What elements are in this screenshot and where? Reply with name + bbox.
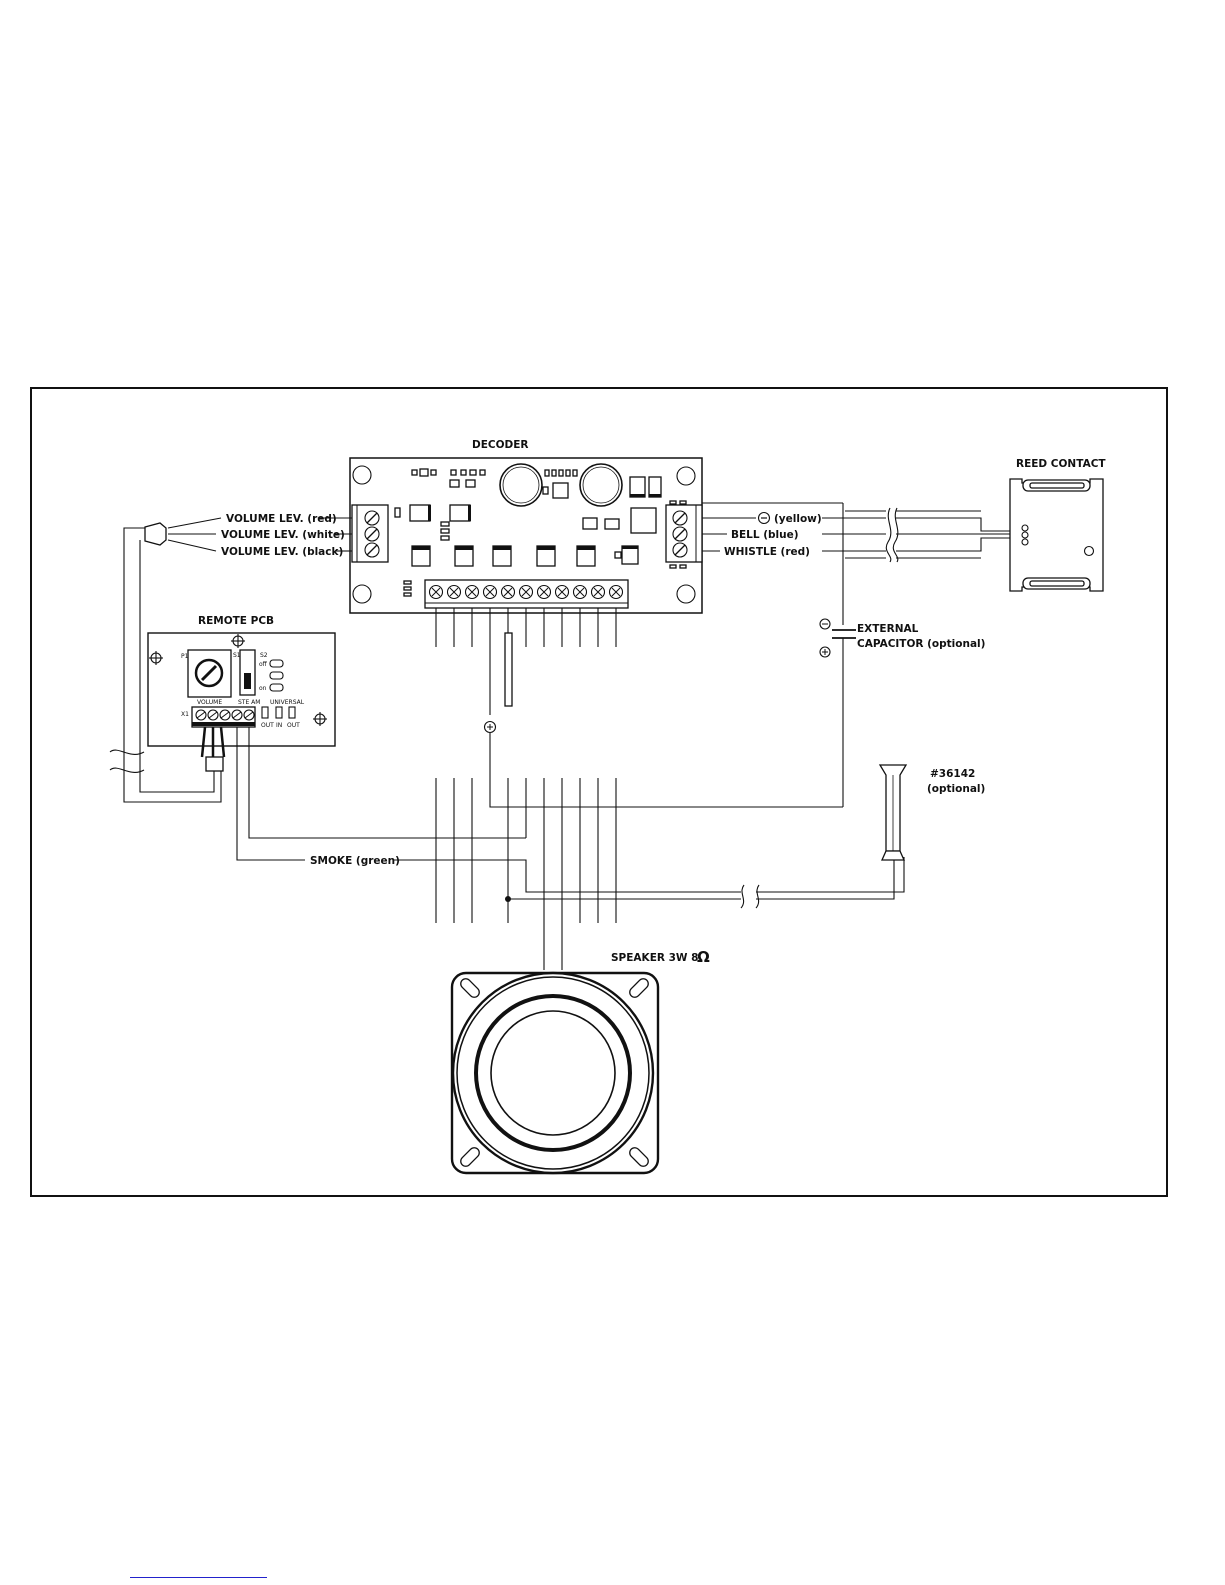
volume-black-label: VOLUME LEV. (black): [221, 546, 343, 558]
silk-out1: OUT: [261, 722, 274, 729]
silk-volume: VOLUME: [197, 699, 222, 706]
silk-on: on: [259, 685, 267, 692]
speaker: SPEAKER 3W 8 Ω: [452, 948, 710, 1173]
remote-plug: [206, 757, 223, 771]
silk-steam: STE AM: [238, 699, 260, 706]
ohm-symbol: Ω: [697, 948, 710, 966]
yellow-label: (yellow): [774, 513, 822, 525]
silk-p1: P1: [181, 653, 189, 660]
silk-universal: UNIVERSAL: [270, 699, 305, 706]
silk-s2: S2: [260, 652, 268, 659]
volume-white-label: VOLUME LEV. (white): [221, 529, 345, 541]
bell-label: BELL (blue): [731, 529, 799, 541]
silk-in: IN: [276, 722, 282, 729]
reed-contact-label: REED CONTACT: [1016, 458, 1106, 470]
remote-pcb-label: REMOTE PCB: [198, 615, 274, 627]
silk-off: off: [259, 661, 268, 668]
reed-contact: REED CONTACT: [1010, 458, 1106, 591]
smoke-label: SMOKE (green): [310, 855, 400, 867]
decoder-label: DECODER: [472, 439, 529, 451]
volume-red-label: VOLUME LEV. (red): [226, 513, 337, 525]
decoder-board: DECODER: [350, 439, 702, 613]
silk-s1: S1: [233, 652, 241, 659]
smoke-generator: #36142 (optional): [880, 765, 985, 860]
part-number-label: #36142: [930, 768, 975, 780]
silk-out2: OUT: [287, 722, 300, 729]
whistle-label: WHISTLE (red): [724, 546, 810, 558]
volume-plug: [145, 523, 166, 545]
external-label: EXTERNAL: [857, 623, 919, 635]
remote-pcb: REMOTE PCB P1 S1 S2 off on VOLUME STE AM…: [148, 615, 335, 746]
part-optional-label: (optional): [927, 783, 985, 795]
decoder-output-wires: [436, 608, 843, 807]
silk-x1: X1: [181, 711, 189, 718]
capacitor-label: CAPACITOR (optional): [857, 638, 985, 650]
speaker-label: SPEAKER 3W 8: [611, 952, 698, 964]
